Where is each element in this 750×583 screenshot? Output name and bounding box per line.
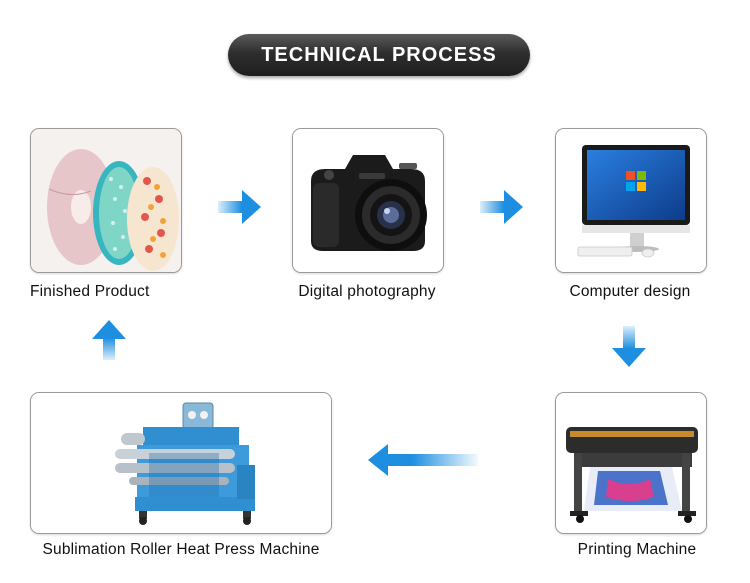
computer-design-label: Computer design — [569, 283, 691, 300]
finished-product-box — [30, 128, 182, 273]
digital-photography-label: Digital photography — [298, 283, 436, 300]
heat-press-machine-box — [30, 392, 332, 534]
printing-machine-box — [555, 392, 707, 534]
computer-image — [556, 129, 706, 272]
arrow-right-icon — [218, 190, 261, 224]
heat-press-machine-image — [31, 393, 331, 533]
digital-photography-box — [292, 128, 444, 273]
printing-machine-label: Printing Machine — [577, 541, 697, 558]
printer-image — [556, 393, 706, 533]
heat-press-machine-label: Sublimation Roller Heat Press Machine — [42, 541, 320, 558]
computer-design-box — [555, 128, 707, 273]
arrow-right-icon — [480, 190, 523, 224]
process-title-banner: TECHNICAL PROCESS — [228, 34, 530, 76]
finished-product-label: Finished Product — [30, 283, 150, 300]
camera-image — [293, 129, 443, 272]
arrow-down-icon — [612, 326, 646, 367]
arrow-left-icon — [368, 444, 478, 476]
ribbon-rolls-image — [31, 129, 181, 272]
arrow-up-icon — [92, 320, 126, 360]
process-title: TECHNICAL PROCESS — [261, 43, 497, 66]
